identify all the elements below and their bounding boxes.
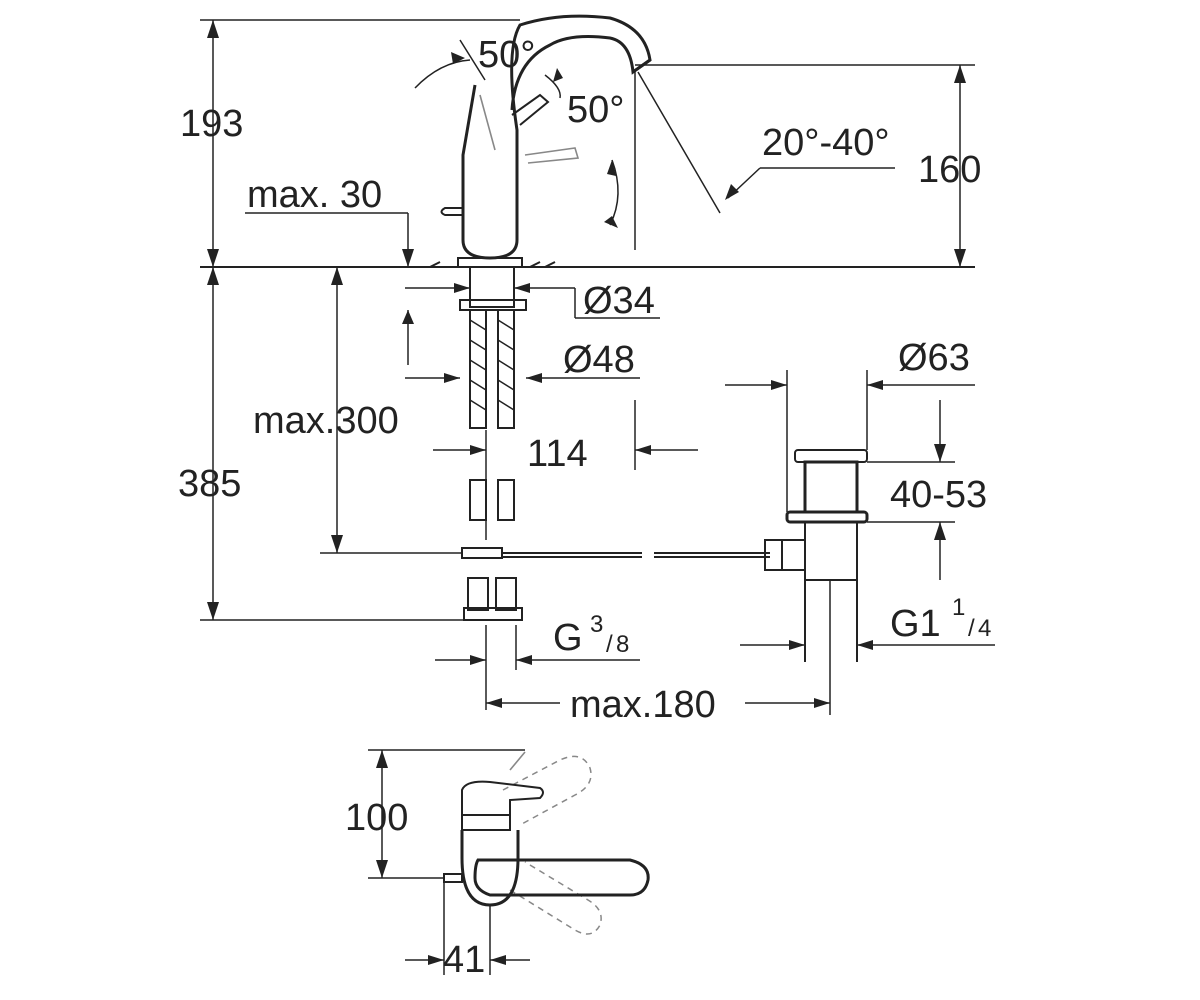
mounting-shank: [469, 266, 515, 308]
swivel-ghost: [479, 94, 496, 151]
hose-left: [469, 309, 487, 429]
dim-waste-thread: G1 1 / 4: [890, 594, 991, 645]
dim-max-pipe: max.300: [253, 400, 399, 442]
svg-text:G: G: [553, 617, 583, 659]
mounting-nut: [459, 299, 527, 311]
waste-knurl: [764, 539, 783, 571]
hose-right-lower: [497, 479, 515, 521]
faucet-body: [461, 14, 652, 260]
lever-ghost: [524, 147, 580, 164]
svg-text:4: 4: [978, 615, 991, 642]
waste-flange: [794, 449, 868, 463]
waste-assembly: [764, 449, 869, 662]
waste-nut: [785, 510, 869, 524]
waste-lower: [804, 521, 858, 581]
popup-knob: [440, 207, 463, 216]
svg-text:G1: G1: [890, 603, 941, 645]
handle-ghost-lower: [509, 861, 602, 935]
dim-handle-offset: 41: [443, 939, 485, 981]
svg-text:8: 8: [616, 631, 629, 658]
handle-top: [473, 858, 650, 897]
hose-braid: [469, 319, 515, 411]
dim-swivel-angle: 50°: [478, 34, 535, 76]
dim-aerator-angle: 20°-40°: [762, 122, 890, 164]
dim-waste-diameter: Ø63: [898, 337, 970, 379]
valve-left: [467, 577, 489, 611]
handle-ghost-upper: [502, 755, 592, 826]
faucet-side-view: [200, 14, 975, 621]
faucet-top-view: [368, 749, 650, 975]
dimension-lines: [200, 19, 995, 715]
dim-center-distance: 114: [527, 433, 588, 475]
waste-body: [803, 460, 859, 514]
svg-text:/: /: [968, 615, 975, 642]
spout-stub: [443, 873, 463, 883]
dim-installation-depth: 385: [178, 463, 241, 505]
svg-text:/: /: [606, 631, 613, 658]
dim-spout-height: 160: [918, 149, 981, 191]
lever: [511, 93, 550, 126]
dim-handle-depth: 100: [345, 797, 408, 839]
dim-waste-range: 40-53: [890, 474, 987, 516]
dim-max-deck: max. 30: [247, 174, 382, 216]
lever-top: [461, 780, 544, 831]
dim-shank-diameter: Ø34: [583, 280, 655, 322]
dim-max-horizontal: max.180: [570, 684, 716, 726]
deck-hatch: [429, 261, 556, 268]
svg-text:3: 3: [590, 611, 603, 638]
svg-text:1: 1: [952, 594, 965, 621]
valve-right: [495, 577, 517, 611]
dim-supply-thread: G 3 / 8: [553, 611, 629, 659]
dim-handle-angle: 50°: [567, 89, 624, 131]
popup-connector: [461, 547, 503, 559]
dim-base-diameter: Ø48: [563, 339, 635, 381]
waste-lever-housing: [781, 539, 806, 571]
spout-tip: [632, 58, 651, 74]
hose-right: [497, 309, 515, 429]
valve-base: [463, 607, 523, 621]
hose-left-lower: [469, 479, 487, 521]
dim-height-total: 193: [180, 103, 243, 145]
lever-top-ghost: [509, 751, 526, 771]
